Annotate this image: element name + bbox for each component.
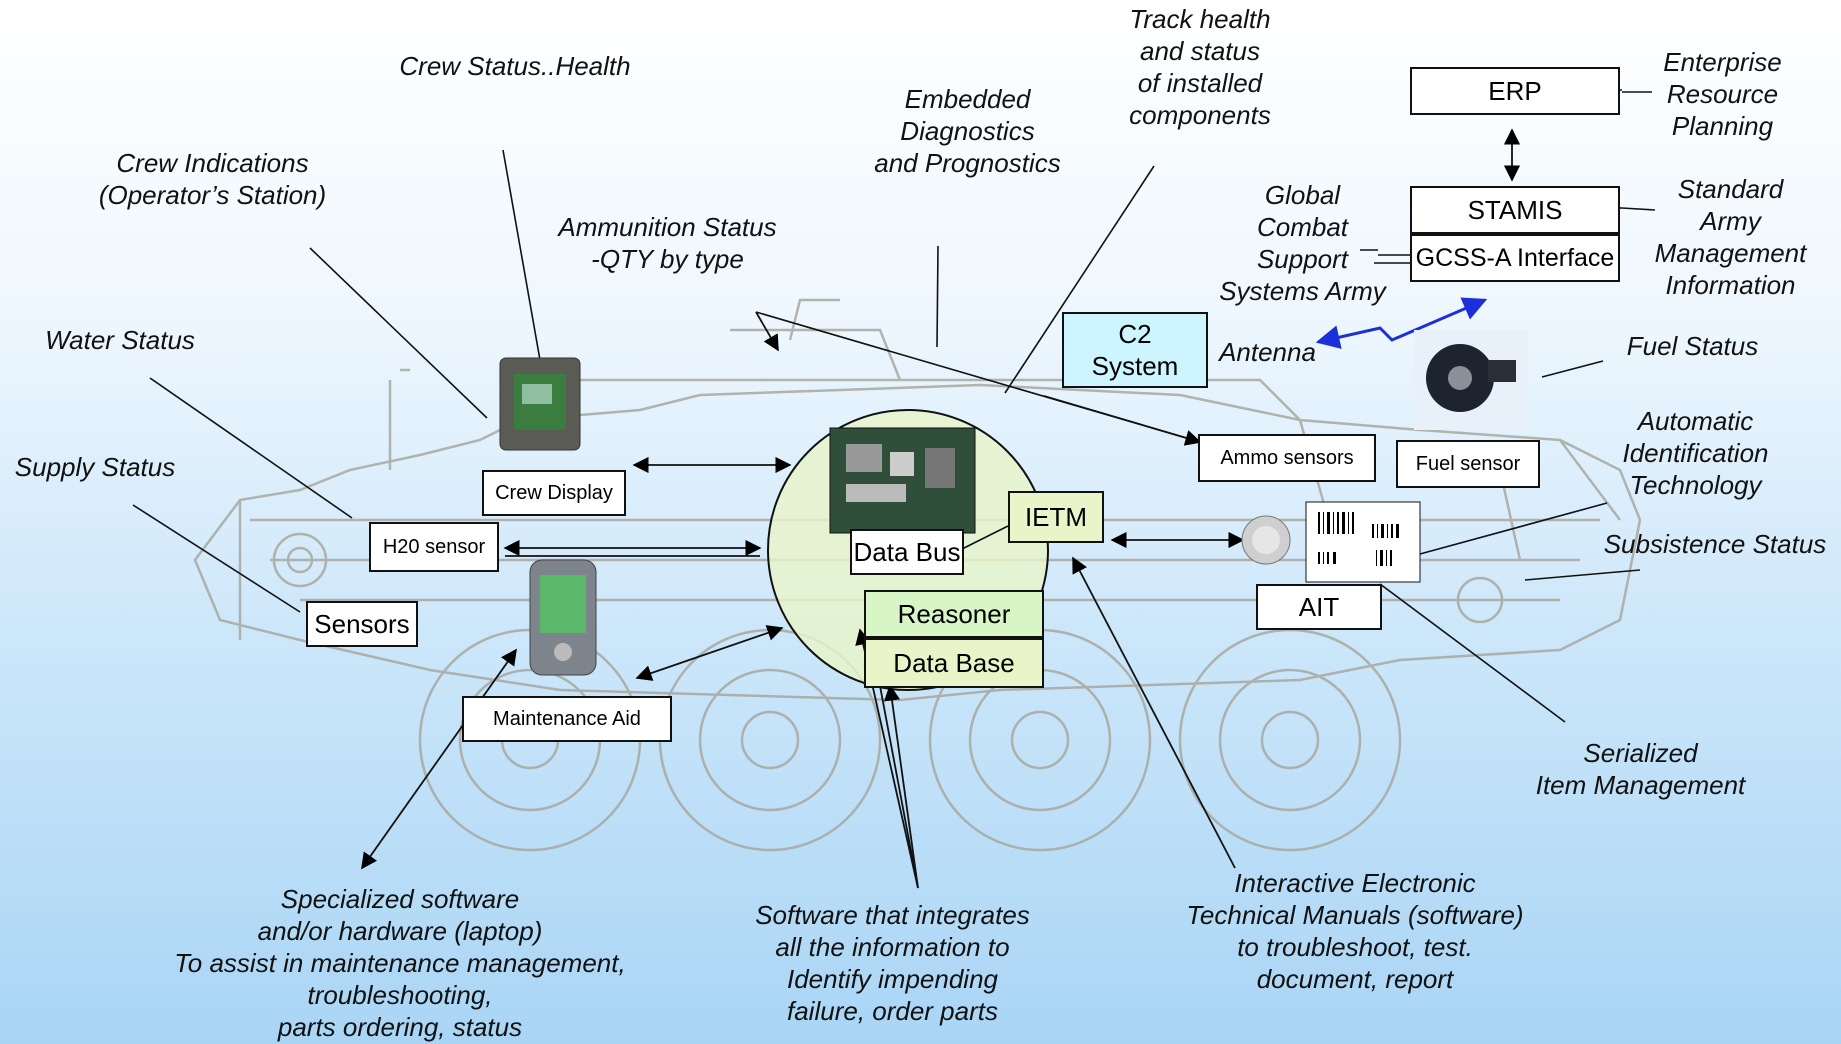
ietm-description-label: Interactive Electronic Technical Manuals…: [1186, 868, 1524, 994]
ait-box: AIT: [1256, 584, 1382, 630]
gcss-interface-box: GCSS-A Interface: [1410, 234, 1620, 282]
ait-button-picture: [1241, 515, 1291, 565]
stamis-box: STAMIS: [1410, 186, 1620, 234]
barcode-picture: [1305, 501, 1421, 583]
wireless-link: [1315, 297, 1488, 349]
data-base-box: Data Base: [864, 638, 1044, 688]
data-bus-box: Data Bus: [850, 529, 964, 575]
subsistence-status-label: Subsistence Status: [1603, 529, 1827, 559]
standard-army-management-label: Standard Army Management Information: [1654, 174, 1807, 300]
maintenance-aid-picture: [529, 559, 597, 676]
crew-status-label: Crew Status..Health: [399, 51, 631, 81]
supply-status-label: Supply Status: [14, 452, 176, 482]
c2-system-box: C2 System: [1062, 312, 1208, 388]
stamis-leader: [1621, 207, 1656, 211]
antenna-label: Antenna: [1219, 337, 1316, 367]
software-integrates-label: Software that integrates all the informa…: [755, 900, 1030, 1026]
ietm-box: IETM: [1008, 491, 1104, 543]
fuel-sensor-picture: [1414, 330, 1528, 430]
track-health-label: Track health and status of installed com…: [1129, 4, 1271, 130]
erp-box: ERP: [1410, 67, 1620, 115]
fuel-sensor-box: Fuel sensor: [1396, 440, 1540, 488]
crew-indications-label: Crew Indications (Operator’s Station): [98, 148, 327, 210]
maintenance-aid-box: Maintenance Aid: [462, 696, 672, 742]
ammunition-status-label: Ammunition Status -QTY by type: [558, 212, 777, 274]
automatic-identification-label: Automatic Identification Technology: [1622, 406, 1769, 500]
crew-display-picture: [499, 357, 581, 451]
crew-display-box: Crew Display: [482, 470, 626, 516]
embedded-diagnostics-label: Embedded Diagnostics and Prognostics: [874, 84, 1061, 178]
global-combat-label: Global Combat Support Systems Army: [1219, 180, 1386, 306]
water-status-label: Water Status: [45, 325, 195, 355]
h20-sensor-box: H20 sensor: [369, 522, 499, 572]
reasoner-box: Reasoner: [864, 590, 1044, 638]
fuel-status-label: Fuel Status: [1626, 331, 1759, 361]
sensors-box: Sensors: [306, 601, 418, 647]
enterprise-resource-planning-label: Enterprise Resource Planning: [1663, 47, 1782, 141]
specialized-software-label: Specialized software and/or hardware (la…: [174, 884, 626, 1042]
serialized-item-label: Serialized Item Management: [1535, 738, 1746, 800]
data-bus-card-picture: [829, 427, 976, 534]
ammo-sensors-box: Ammo sensors: [1198, 434, 1376, 482]
